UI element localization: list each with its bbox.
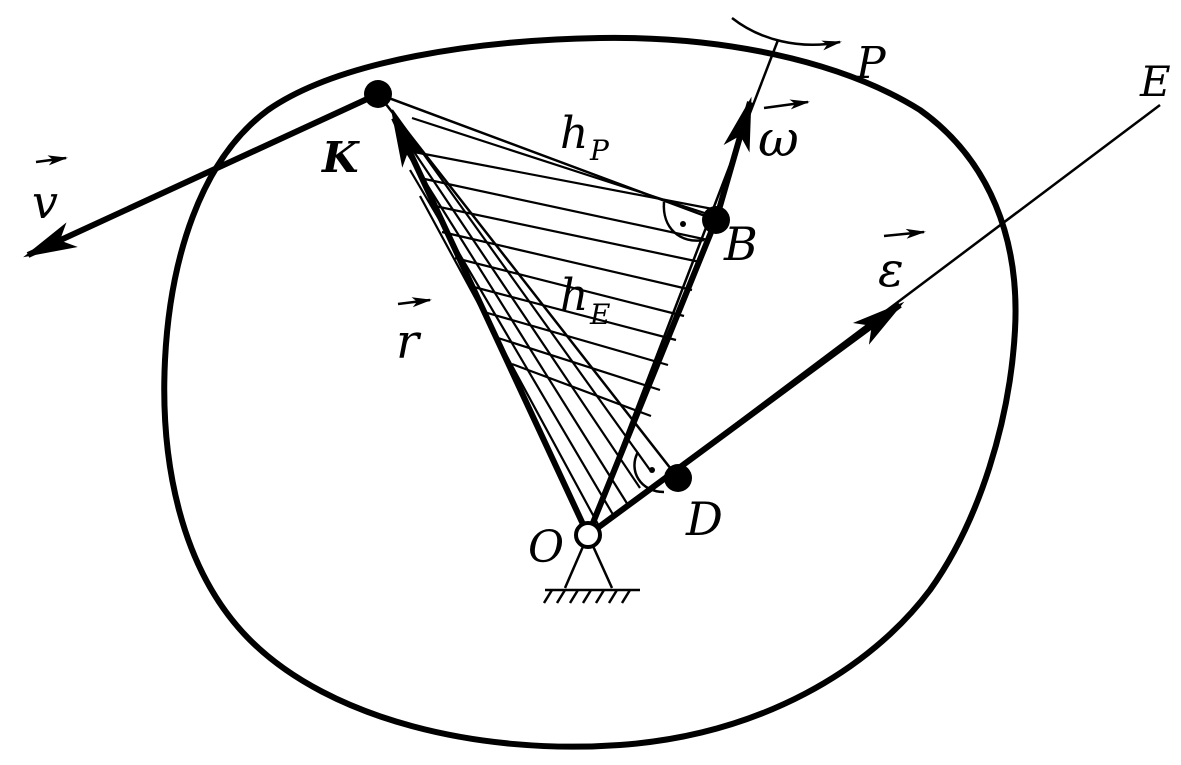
label-p: P <box>855 38 887 89</box>
label-hp-group: h P <box>560 108 610 167</box>
label-he-group: h E <box>560 270 610 331</box>
label-hp-sub: P <box>589 134 610 167</box>
omega-vector <box>713 96 753 221</box>
point-b <box>702 206 730 234</box>
right-angle-marker-b <box>662 201 705 242</box>
label-b: B <box>723 217 758 271</box>
label-r-group: r <box>396 297 432 370</box>
label-v: v <box>32 175 58 229</box>
velocity-vector-v <box>23 91 380 258</box>
point-d <box>664 464 692 492</box>
line-k-d <box>377 93 679 479</box>
hatch-region-he <box>391 109 651 529</box>
label-he-sub: E <box>589 298 610 331</box>
label-r: r <box>396 314 422 370</box>
label-omega-group: ω <box>758 99 810 168</box>
rigid-body-outline <box>161 34 1019 750</box>
radius-vector-r <box>391 113 591 537</box>
label-omega: ω <box>758 110 799 168</box>
point-o <box>574 521 602 549</box>
label-epsilon-group: ε <box>878 228 926 298</box>
label-o: O <box>528 522 564 573</box>
rotation-arc <box>731 17 842 51</box>
label-k: K <box>321 133 360 182</box>
right-angle-marker-d <box>633 451 665 494</box>
line-k-b <box>377 92 717 222</box>
label-v-group: v <box>32 155 68 229</box>
segment-o-b <box>585 218 719 537</box>
label-e: E <box>1139 57 1171 106</box>
label-he: h <box>560 270 588 321</box>
point-k <box>364 80 392 108</box>
label-hp: h <box>560 108 588 159</box>
epsilon-vector <box>586 301 905 538</box>
label-epsilon: ε <box>878 242 904 298</box>
label-d: D <box>685 492 723 546</box>
